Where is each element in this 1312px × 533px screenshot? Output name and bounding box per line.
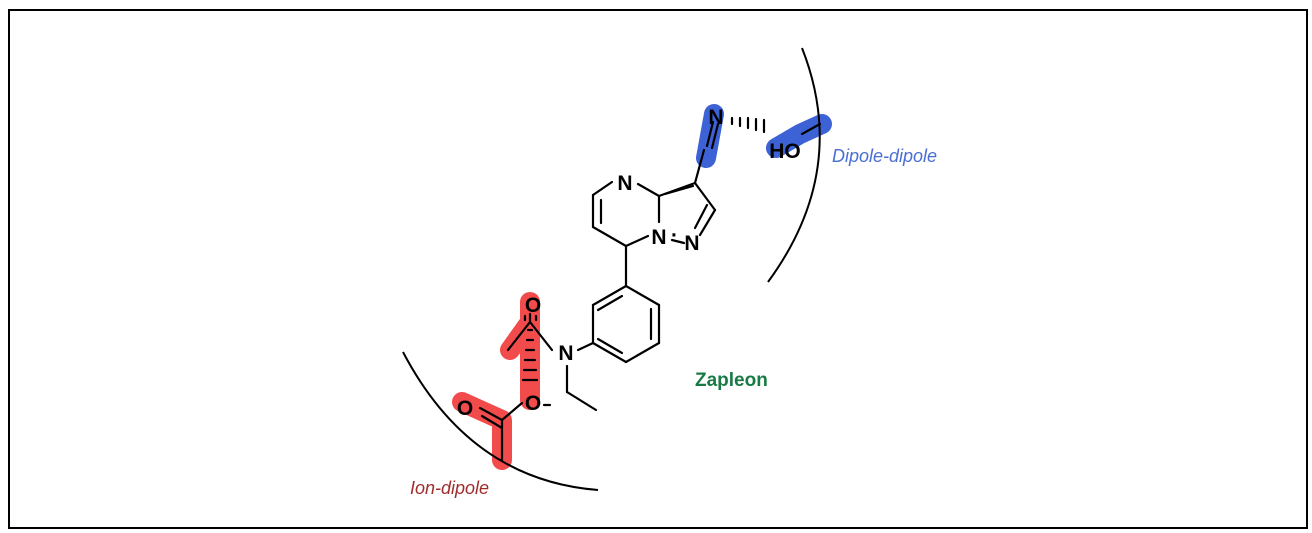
hydrogen-bond-hash — [730, 116, 766, 134]
molecule-name: Zapleon — [695, 370, 768, 391]
atom-o-ester-carbonyl: O — [457, 397, 473, 420]
pyrazolopyrimidine-core — [591, 180, 717, 248]
atom-o-carbonyl: O — [525, 294, 541, 317]
phenyl-ring — [591, 244, 661, 364]
ion-dipole-label: Ion-dipole — [410, 478, 489, 498]
dipole-dipole-label: Dipole-dipole — [832, 146, 937, 166]
atom-n-nitrile: N — [708, 106, 723, 129]
dipole-interaction-arc — [767, 47, 821, 283]
atom-o-ester: O — [525, 392, 541, 415]
atom-n-pyrazole: N — [684, 232, 699, 255]
diagram-frame — [8, 9, 1308, 529]
atom-bridge-dot: · — [671, 224, 678, 247]
atom-n-amide: N — [558, 342, 573, 365]
stereo-hash-bond — [521, 328, 539, 382]
nitrile-group — [693, 120, 720, 185]
acetate-ester — [478, 401, 552, 462]
n-ethyl-amide — [506, 312, 598, 412]
atom-ho: HO — [769, 140, 801, 163]
atom-n-bridge: N — [651, 226, 666, 249]
ion-dipole-highlight — [452, 292, 540, 470]
atom-n-pyrimidine: N — [617, 172, 632, 195]
hydroxyl-bond — [800, 122, 822, 136]
ion-interaction-arc — [402, 351, 599, 491]
